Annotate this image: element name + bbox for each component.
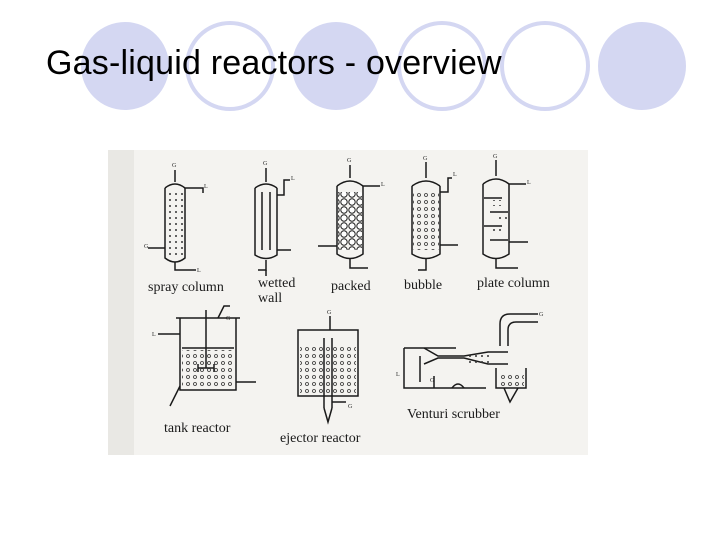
bubble-column-diagram — [411, 162, 458, 271]
deco-circle — [292, 22, 380, 110]
stream-mark-liquid: L — [381, 182, 385, 188]
scan-left-edge — [108, 150, 134, 455]
stream-mark-gas: G — [347, 158, 352, 164]
spray-column-diagram — [148, 170, 204, 271]
venturi-scrubber-diagram — [403, 313, 538, 404]
stream-mark-liquid: L — [291, 176, 295, 182]
label-plate-column: plate column — [477, 276, 550, 291]
stream-mark-gas: G — [327, 310, 332, 316]
stream-mark-gas: G — [539, 312, 544, 318]
deco-circle — [500, 21, 590, 111]
deco-circle — [598, 22, 686, 110]
label-spray-column: spray column — [148, 280, 224, 295]
label-wetted-wall-line2: wall — [258, 291, 282, 306]
stream-mark-liquid: L — [527, 180, 531, 186]
decorative-circles — [81, 21, 686, 111]
stream-mark-gas: G — [493, 154, 498, 160]
label-ejector-reactor: ejector reactor — [280, 431, 361, 446]
stream-mark-gas: G — [144, 244, 149, 250]
deco-circle — [397, 21, 487, 111]
label-packed: packed — [331, 279, 371, 294]
stream-mark-gas: G — [430, 378, 435, 384]
deco-circle — [185, 21, 275, 111]
plate-column-diagram — [482, 160, 528, 269]
label-venturi-scrubber: Venturi scrubber — [407, 407, 500, 422]
stream-markers: G L G L G L G L G L G L G L G G G L G — [144, 154, 544, 410]
packed-column-diagram — [318, 165, 380, 269]
stream-mark-liquid: L — [396, 372, 400, 378]
stream-mark-gas: G — [423, 156, 428, 162]
stream-mark-liquid: L — [453, 172, 457, 178]
label-tank-reactor: tank reactor — [164, 421, 231, 436]
stream-mark-gas: G — [263, 161, 268, 167]
slide-title: Gas-liquid reactors - overview — [46, 44, 502, 82]
reactor-diagram: G L G L G L G L G L G L G L G G G L G sp… — [108, 150, 588, 455]
wetted-wall-diagram — [254, 168, 291, 276]
stream-mark-gas: G — [348, 404, 353, 410]
stream-mark-liquid: L — [152, 332, 156, 338]
label-bubble: bubble — [404, 278, 442, 293]
stream-mark-liquid: L — [204, 184, 208, 190]
stream-mark-gas: G — [172, 163, 177, 169]
stream-mark-liquid: L — [197, 268, 201, 274]
tank-reactor-diagram — [158, 305, 256, 407]
label-wetted-wall-line1: wetted — [258, 276, 295, 291]
stream-mark-gas: G — [226, 316, 231, 322]
ejector-reactor-diagram — [297, 316, 359, 425]
deco-circle — [81, 22, 169, 110]
